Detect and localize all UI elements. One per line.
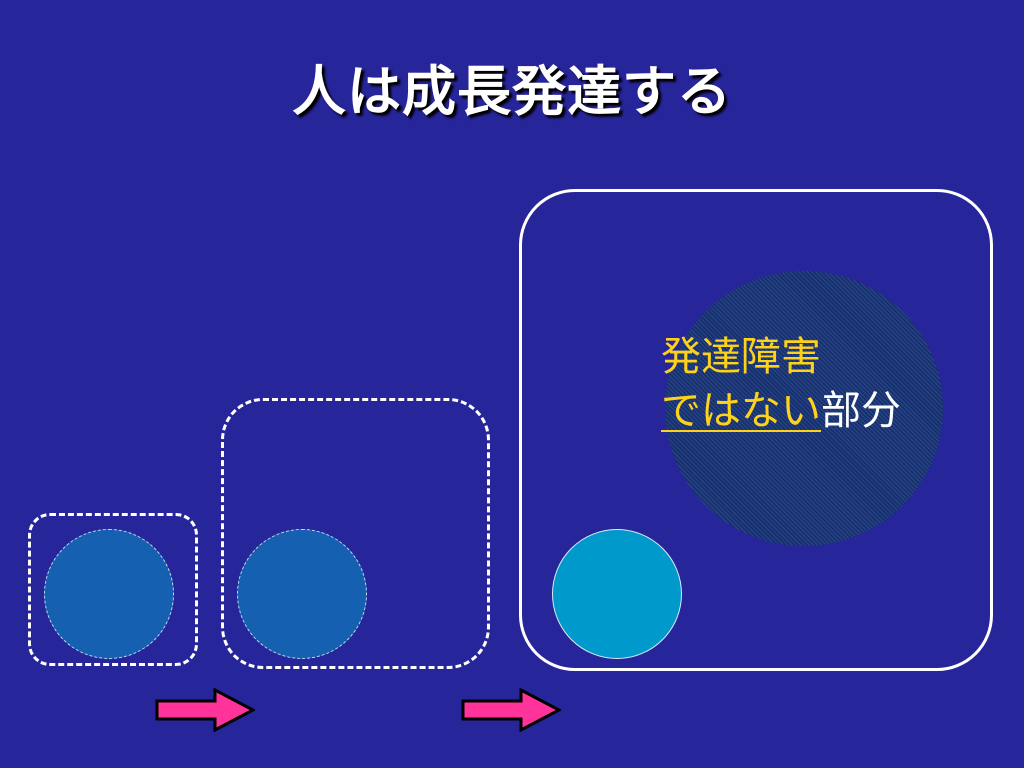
region-label-line2: ではない部分 [661,384,901,438]
region-label: 発達障害 ではない部分 [661,330,901,438]
growth-stage-frame-small [28,513,198,666]
right-arrow-icon [155,688,255,732]
right-arrow-icon [461,688,561,732]
growth-stage-frame-medium [221,398,490,669]
region-label-rest: 部分 [821,388,901,434]
region-label-line1: 発達障害 [661,334,821,380]
region-label-underlined: ではない [661,388,821,434]
non-disability-region-circle [665,271,943,546]
stage-circle-large [552,529,682,659]
slide-title: 人は成長発達する [292,60,732,123]
stage-circle-medium [237,529,367,659]
growth-stage-frame-large [519,189,993,671]
stage-circle-small [44,529,174,659]
